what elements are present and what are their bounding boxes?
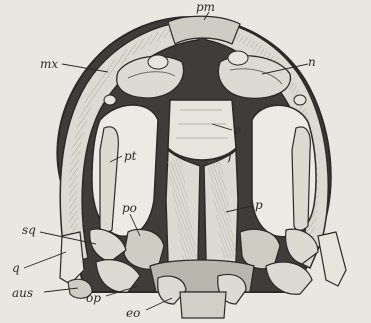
label-pm: pm [196,1,215,13]
label-mx: mx [40,58,58,70]
label-f: f [228,150,232,162]
label-p: p [255,199,263,211]
label-po: po [122,202,137,214]
label-pt: pt [124,150,137,162]
label-sq: sq [22,224,36,236]
basisphenoid [180,292,226,318]
quadrate-right [318,232,346,286]
label-n: n [308,56,316,68]
ethmoid [168,100,236,160]
label-op: op [86,292,101,304]
label-q: q [12,262,20,274]
label-aus: aus [12,287,33,299]
pterygoid-right [292,127,310,231]
label-e: e [234,124,241,136]
label-eo: eo [126,307,140,319]
